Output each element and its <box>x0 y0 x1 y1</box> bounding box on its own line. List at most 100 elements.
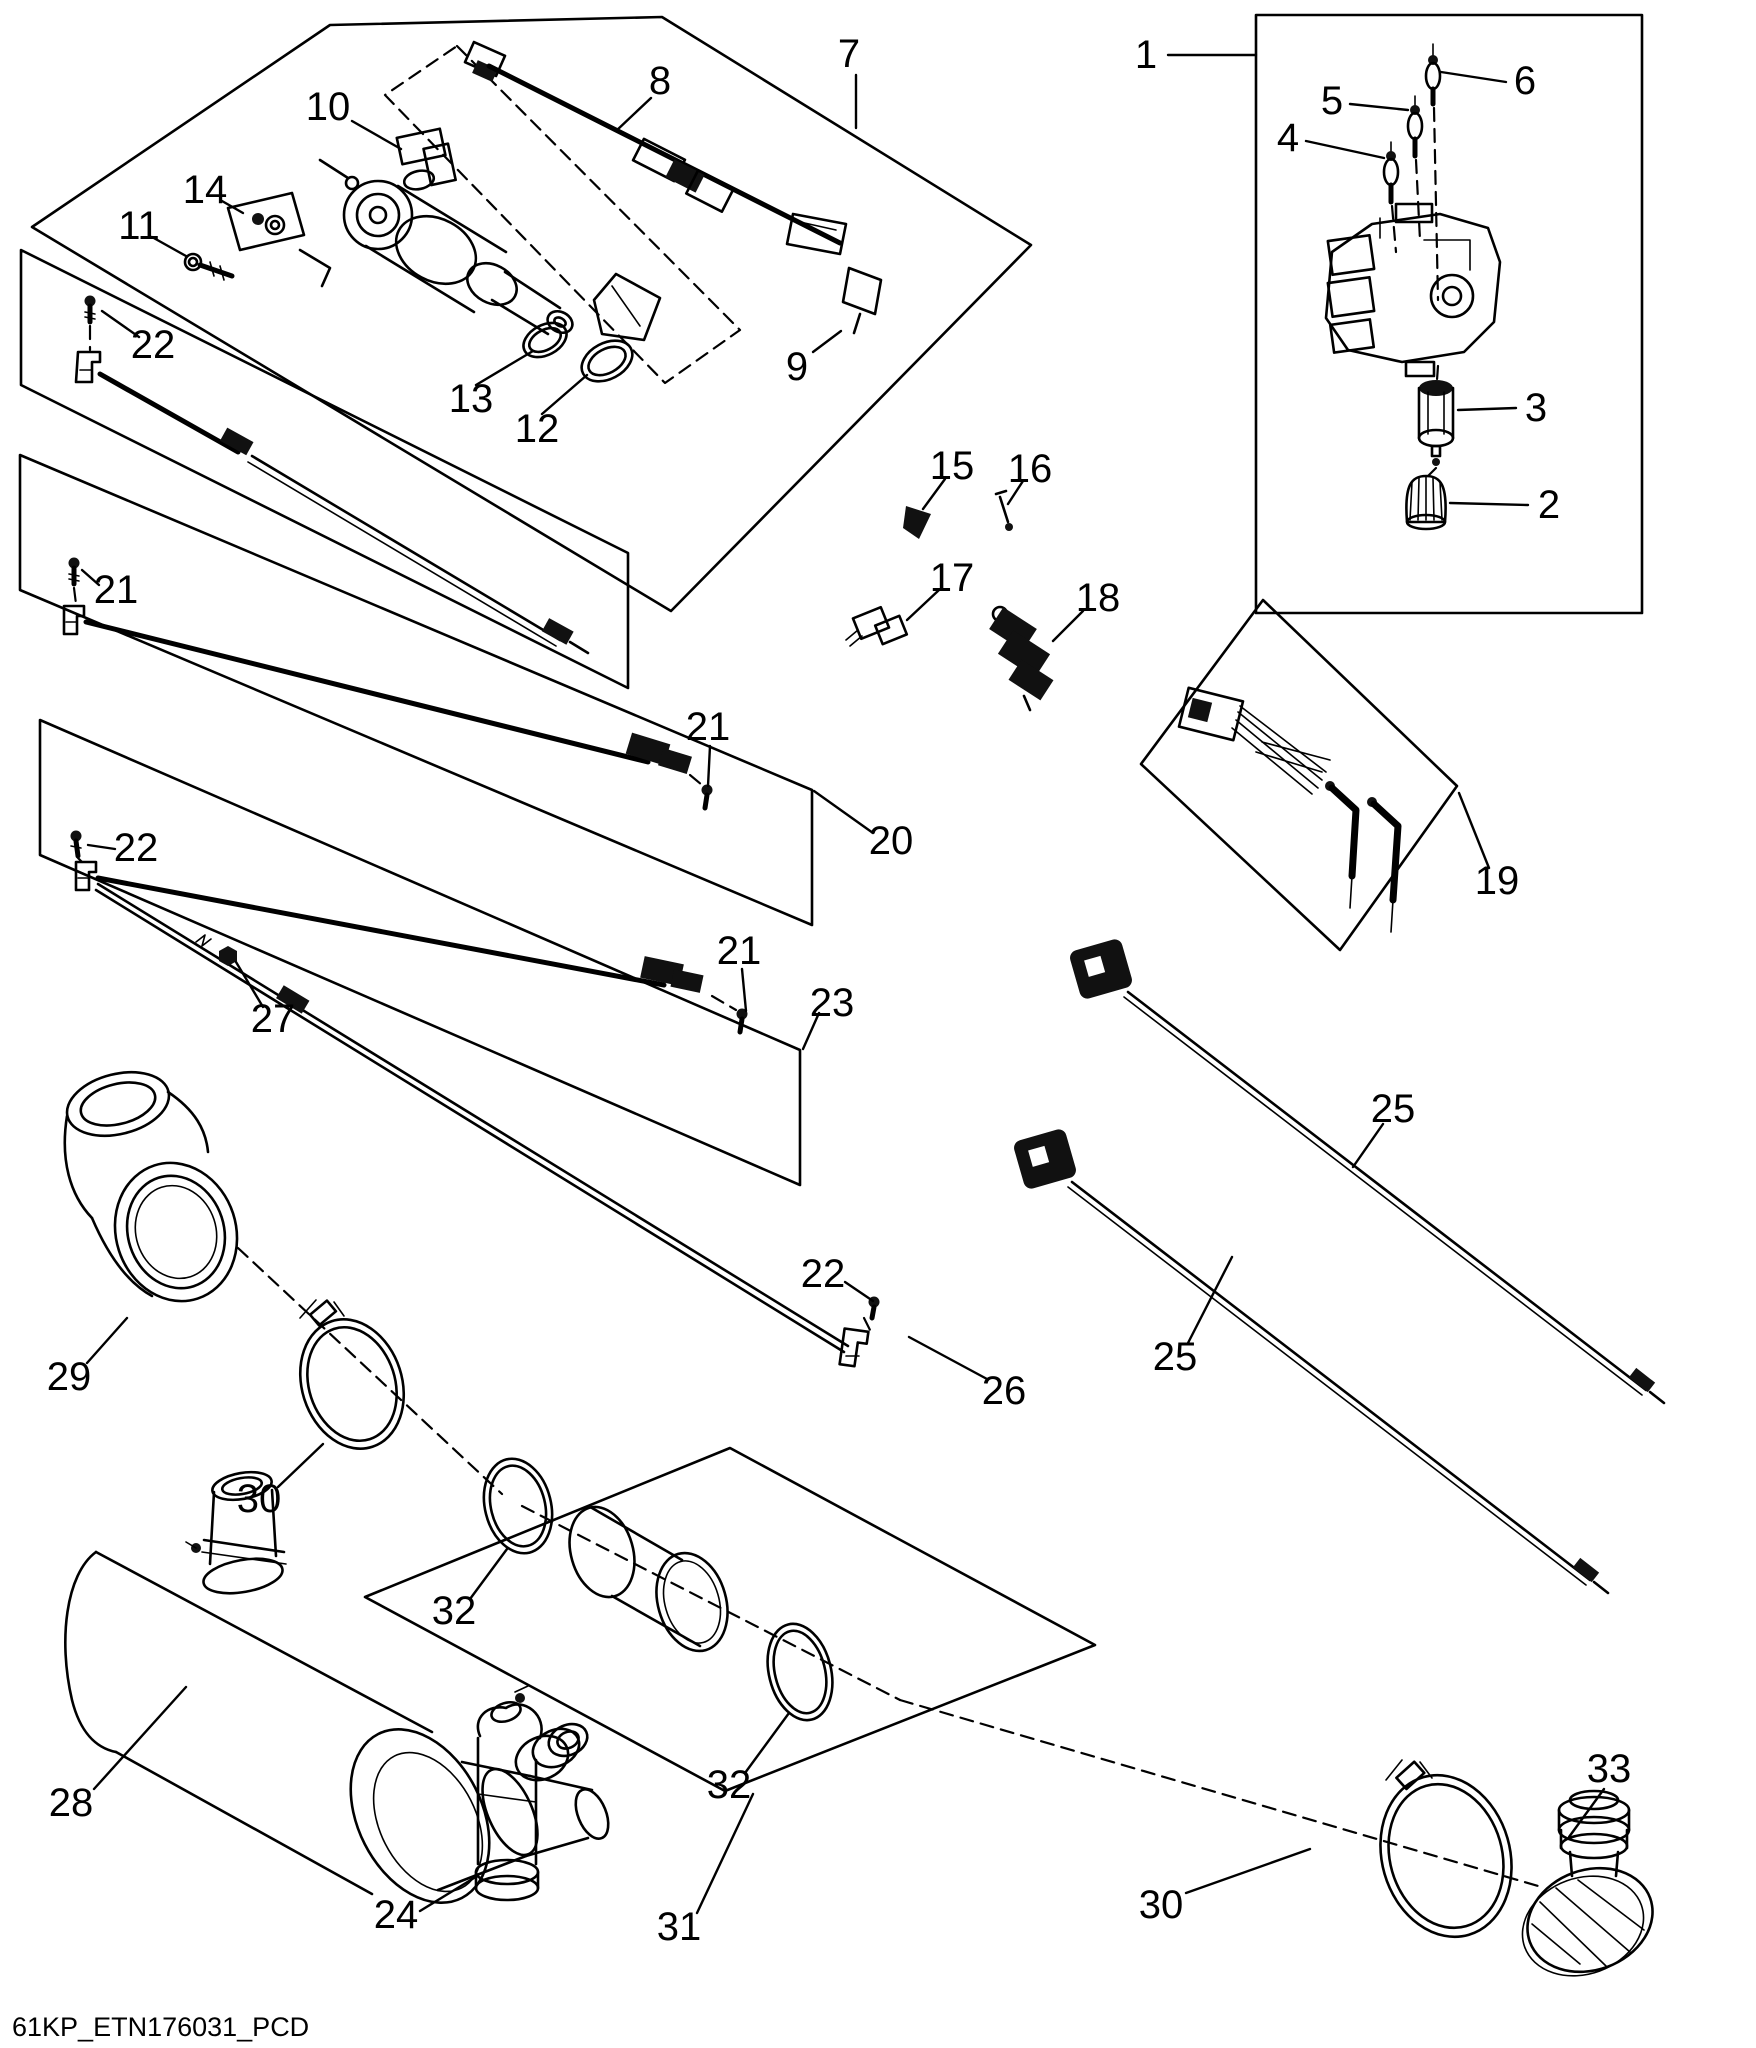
callout-leader-6 <box>1439 70 1508 84</box>
seal-kit-14 <box>226 191 306 252</box>
callout-25: 25 <box>1371 1087 1416 1131</box>
callout-leader-32 <box>468 1547 509 1601</box>
callout-3: 3 <box>1525 386 1547 430</box>
callout-20: 20 <box>869 819 914 863</box>
callout-2: 2 <box>1538 483 1560 527</box>
callout-leader-27 <box>234 960 265 1009</box>
callout-leader-21 <box>80 568 101 587</box>
callout-4: 4 <box>1277 116 1299 160</box>
jet-pump-assembly <box>298 158 662 342</box>
steering-cable-8 <box>463 40 848 256</box>
callout-leader-15 <box>921 477 947 511</box>
outlet-elbow-24 <box>474 1685 589 1902</box>
screw-5 <box>1406 95 1424 159</box>
box-actuator-1 <box>1254 13 1644 615</box>
callout-leader-13 <box>474 349 535 387</box>
assembly-centerlines <box>236 1246 1547 1890</box>
callout-11: 11 <box>118 204 160 248</box>
elbow-fitting-10 <box>395 127 457 191</box>
box-cable-23 <box>38 718 802 1187</box>
callout-6: 6 <box>1514 59 1536 103</box>
callout-leader-22 <box>86 843 117 851</box>
sleeve-31 <box>568 1505 729 1653</box>
callout-leader-11 <box>150 235 188 258</box>
box-cable-20 <box>18 453 814 927</box>
callout-8: 8 <box>649 59 671 103</box>
nut-27 <box>219 946 237 966</box>
callout-leader-25 <box>1351 1122 1385 1169</box>
callout-leader-31 <box>695 1792 755 1915</box>
callout-17: 17 <box>930 556 975 600</box>
callout-leader-26 <box>907 1335 989 1381</box>
document-code: 61KP_ETN176031_PCD <box>12 2012 309 2042</box>
callout-14: 14 <box>183 168 228 212</box>
sensor-cable-upper <box>1070 939 1666 1405</box>
screw-6 <box>1424 43 1442 107</box>
callout-19: 19 <box>1475 859 1520 903</box>
sensor-cable-lower <box>1014 1129 1610 1595</box>
callout-27: 27 <box>251 997 296 1041</box>
callout-5: 5 <box>1321 79 1343 123</box>
callout-leader-17 <box>905 588 941 622</box>
filter-3 <box>1417 380 1455 466</box>
callout-23: 23 <box>810 981 855 1025</box>
callout-leader-22 <box>843 1280 875 1303</box>
callout-leader-21 <box>706 744 712 788</box>
callout-26: 26 <box>982 1369 1027 1413</box>
callout-leader-20 <box>812 789 875 835</box>
cap-2 <box>1405 474 1447 531</box>
callout-leader-5 <box>1348 102 1410 112</box>
callout-10: 10 <box>306 85 351 129</box>
box-ignition-wires-19 <box>1139 598 1459 952</box>
hose-clamp-30b <box>1379 1759 1513 1939</box>
callout-18: 18 <box>1076 576 1121 620</box>
callout-leader-18 <box>1051 609 1085 643</box>
group-boxes <box>18 13 1644 1793</box>
connector-17 <box>845 605 909 647</box>
callout-1: 1 <box>1135 33 1157 77</box>
callout-21: 21 <box>686 705 731 749</box>
callout-13: 13 <box>449 377 494 421</box>
box-steering-subassembly-dashed <box>383 44 742 385</box>
callout-leader-19 <box>1457 791 1491 870</box>
cable-assembly-c <box>70 830 748 1035</box>
callout-leader-29 <box>85 1316 129 1365</box>
callout-leader-23 <box>801 1011 821 1051</box>
callout-leader-25 <box>1186 1255 1234 1345</box>
callout-22: 22 <box>131 323 176 367</box>
callout-21: 21 <box>94 568 139 612</box>
callout-21: 21 <box>717 929 762 973</box>
callout-leader-2 <box>1448 501 1530 507</box>
callout-leader-8 <box>614 96 653 133</box>
callout-12: 12 <box>515 407 560 451</box>
callout-22: 22 <box>801 1252 846 1296</box>
screw-4 <box>1382 141 1400 205</box>
bracket-9 <box>841 266 883 335</box>
callout-leader-30 <box>1184 1847 1312 1895</box>
outlet-cap-33 <box>1521 1789 1654 1977</box>
callout-leader-9 <box>811 329 843 354</box>
callout-leader-32 <box>743 1711 791 1775</box>
callout-32: 32 <box>707 1763 752 1807</box>
sensor-bolt-11 <box>183 252 235 281</box>
callout-7: 7 <box>838 32 860 76</box>
callout-32: 32 <box>432 1589 477 1633</box>
pin-16 <box>994 489 1013 531</box>
callout-15: 15 <box>930 444 975 488</box>
callout-28: 28 <box>49 1781 94 1825</box>
callout-30: 30 <box>237 1477 282 1521</box>
callout-leader-33 <box>1567 1787 1606 1839</box>
callout-leader-12 <box>540 373 589 416</box>
box-steering-assembly-7 <box>30 15 1033 613</box>
callout-leader-3 <box>1456 406 1518 412</box>
cable-assembly-a <box>74 295 590 655</box>
callout-leader-24 <box>418 1876 476 1913</box>
box-seal-kit-31 <box>363 1446 1097 1793</box>
ignition-wires <box>1177 686 1402 933</box>
clip-15 <box>903 506 931 539</box>
callout-leader-10 <box>350 119 403 151</box>
callout-29: 29 <box>47 1355 92 1399</box>
